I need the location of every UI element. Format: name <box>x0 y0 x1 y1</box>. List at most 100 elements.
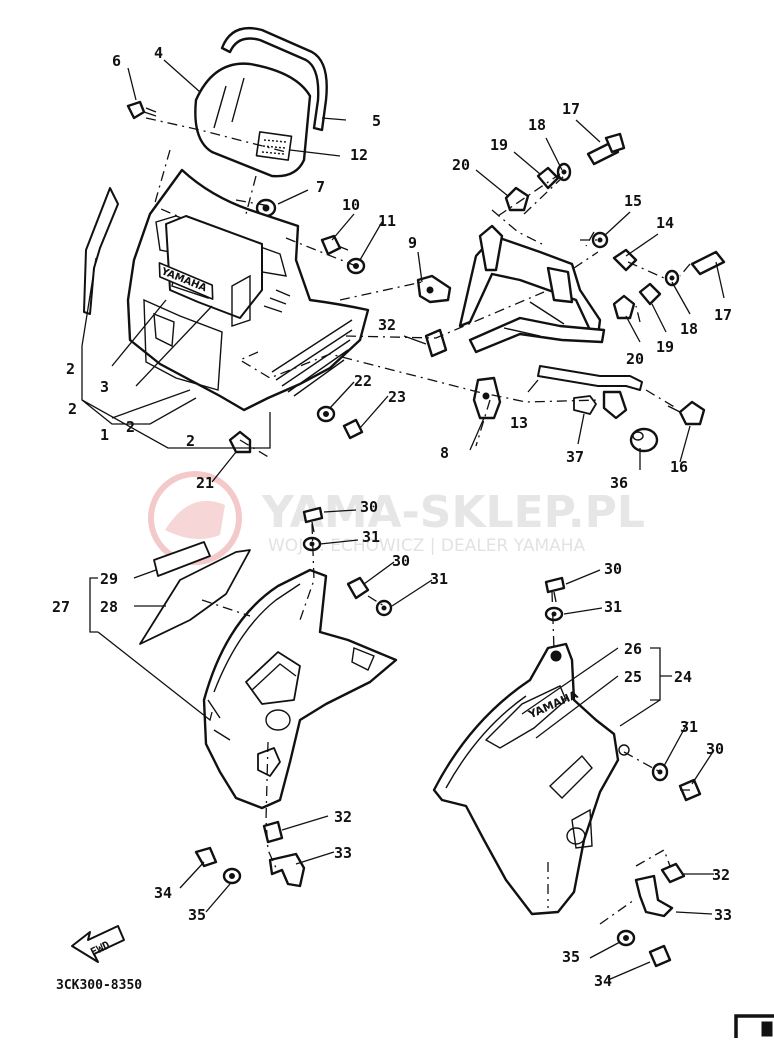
damper-36-icon <box>629 427 659 453</box>
callout-34a: 34 <box>154 884 172 902</box>
corner-mark <box>734 1014 774 1038</box>
screw-14-icon <box>612 248 638 272</box>
screw-10-icon <box>320 234 349 256</box>
callout-22: 22 <box>354 372 372 390</box>
callout-6: 6 <box>112 52 121 70</box>
grommet-20-upper-icon <box>504 186 530 212</box>
nut-32-top-icon <box>424 328 448 358</box>
screw-30-top-icon <box>302 506 324 533</box>
callout-2b: 2 <box>68 400 77 418</box>
callout-20a: 20 <box>452 156 470 174</box>
callout-20b: 20 <box>626 350 644 368</box>
bracket-33-right-icon <box>634 874 674 918</box>
callout-25: 25 <box>624 668 642 686</box>
callout-36: 36 <box>610 474 628 492</box>
callout-31d: 31 <box>680 718 698 736</box>
callout-37: 37 <box>566 448 584 466</box>
callout-35b: 35 <box>562 948 580 966</box>
washer-35-left-icon <box>222 867 242 885</box>
callout-32a: 32 <box>378 316 396 334</box>
washer-15-icon <box>591 231 609 249</box>
screw-6-icon <box>126 100 157 120</box>
callout-33a: 33 <box>334 844 352 862</box>
screw-30-mid-icon <box>346 576 370 600</box>
screw-34-right-icon <box>648 944 672 968</box>
decal-28-icon <box>139 549 251 645</box>
callout-23: 23 <box>388 388 406 406</box>
callout-30c: 30 <box>604 560 622 578</box>
callout-layer: 1 2 2 2 2 3 4 5 6 7 8 9 10 11 12 13 14 1… <box>52 44 732 990</box>
callout-28: 28 <box>100 598 118 616</box>
callout-1: 1 <box>100 426 109 444</box>
bolt-17-lower-icon <box>690 250 726 276</box>
bracket-9-icon <box>416 274 452 304</box>
callout-30d: 30 <box>706 740 724 758</box>
callout-19b: 19 <box>656 338 674 356</box>
callout-11: 11 <box>378 212 396 230</box>
bolt-17-upper-icon <box>586 132 626 166</box>
callout-5: 5 <box>372 112 381 130</box>
callout-2d: 2 <box>186 432 195 450</box>
callout-7: 7 <box>316 178 325 196</box>
callout-14: 14 <box>656 214 674 232</box>
callout-18b: 18 <box>680 320 698 338</box>
left-side-panel <box>202 568 398 810</box>
callout-2c: 2 <box>126 418 135 436</box>
callout-34b: 34 <box>594 972 612 990</box>
bottom-leaders <box>89 509 715 981</box>
washer-18-upper-icon <box>556 162 572 182</box>
callout-31c: 31 <box>604 598 622 616</box>
washer-31-mid-icon <box>375 599 393 617</box>
callout-32b: 32 <box>334 808 352 826</box>
callout-35a: 35 <box>188 906 206 924</box>
windshield-decal <box>255 131 293 161</box>
callout-27: 27 <box>52 598 70 616</box>
callout-3: 3 <box>100 378 109 396</box>
screw-34-left-icon <box>194 846 218 868</box>
windshield-trim <box>220 26 328 132</box>
callout-4: 4 <box>154 44 163 62</box>
callout-15: 15 <box>624 192 642 210</box>
callout-24: 24 <box>674 668 692 686</box>
callout-32c: 32 <box>712 866 730 884</box>
nut-32-right-icon <box>660 862 686 884</box>
front-cowling <box>126 168 370 412</box>
grommet-20-lower-icon <box>612 294 636 320</box>
corner-mark-block <box>761 1021 773 1037</box>
top-leaders <box>81 59 725 483</box>
washer-31-right-icon <box>651 762 669 782</box>
callout-31b: 31 <box>430 570 448 588</box>
collar-21-icon <box>228 430 252 454</box>
right-side-panel <box>432 642 630 916</box>
callout-21: 21 <box>196 474 214 492</box>
callout-29: 29 <box>100 570 118 588</box>
callout-30a: 30 <box>360 498 378 516</box>
bracket-33-left-icon <box>268 852 306 888</box>
windshield-group <box>194 26 328 178</box>
callout-33b: 33 <box>714 906 732 924</box>
callout-17b: 17 <box>714 306 732 324</box>
callout-12: 12 <box>350 146 368 164</box>
callout-9: 9 <box>408 234 417 252</box>
callout-16: 16 <box>670 458 688 476</box>
fwd-arrow-icon: FWD <box>71 925 125 963</box>
washer-35-right-icon <box>616 929 636 947</box>
callout-19a: 19 <box>490 136 508 154</box>
callout-17a: 17 <box>562 100 580 118</box>
clip-37-icon <box>573 395 597 415</box>
washer-31-right-top-icon <box>544 606 564 622</box>
collar-19-upper-icon <box>536 166 560 190</box>
callout-30b: 30 <box>392 552 410 570</box>
callout-2a: 2 <box>66 360 75 378</box>
screw-30-right-top-icon <box>544 576 566 603</box>
callout-13: 13 <box>510 414 528 432</box>
callout-10: 10 <box>342 196 360 214</box>
side-decal-2 <box>83 187 119 315</box>
decal-29-icon <box>153 541 211 577</box>
washer-22-icon <box>316 405 336 423</box>
washer-18-lower-icon <box>664 269 680 287</box>
diagram-code: 3CK300-8350 <box>56 978 142 993</box>
cowling-stay <box>458 224 643 420</box>
collar-19-lower-icon <box>638 282 662 306</box>
